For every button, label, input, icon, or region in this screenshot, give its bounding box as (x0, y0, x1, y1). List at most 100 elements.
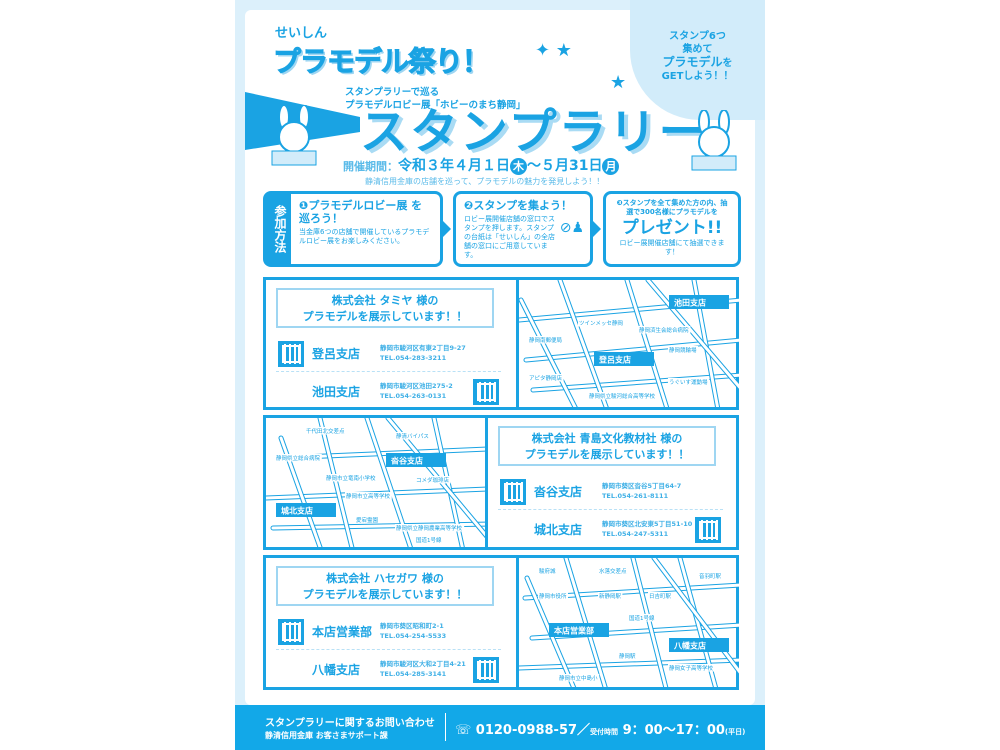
event-period: 開催期間：令和３年４月１日木〜５月31日月 (343, 158, 620, 175)
exhibit-section: 株式会社 青島文化教材社 様のプラモデルを展示しています！！ 沓谷支店 静岡市葵… (263, 415, 739, 550)
exhibit-info: 株式会社 青島文化教材社 様のプラモデルを展示しています！！ 沓谷支店 静岡市葵… (488, 418, 735, 547)
store-name: 沓谷支店 (534, 485, 583, 499)
period-sep: 〜 (527, 158, 541, 174)
contact-heading: スタンプラリーに関するお問い合わせ (265, 718, 435, 729)
brand: せいしん (275, 26, 328, 41)
pin-label: 本店営業部 (553, 626, 594, 636)
phone-icon: ☏ (455, 723, 472, 738)
map-label-bg (598, 592, 623, 600)
map-label-bg (345, 492, 392, 500)
map-road (519, 658, 739, 670)
map-landmark: 愛宕霊園 (356, 516, 379, 524)
store-pin[interactable]: 八幡支店 (669, 638, 729, 652)
pin-label: 八幡支店 (673, 641, 706, 651)
heading-line: 株式会社 タミヤ 様の (331, 294, 439, 307)
qr-code-icon[interactable] (278, 341, 304, 367)
steps-label: 参加方法 (263, 191, 295, 267)
map-label-bg (588, 392, 658, 400)
store-phone: TEL.054-285-3141 (380, 670, 447, 678)
exhibit-info: 株式会社 タミヤ 様のプラモデルを展示しています！！ 登呂支店 静岡市駿河区有東… (266, 280, 513, 407)
store-map[interactable]: 池田支店登呂支店ツインメッセ静岡静岡済生会総合病院静岡南郵便局アピタ静岡店静岡県… (516, 280, 739, 407)
qr-code-icon[interactable] (473, 379, 499, 405)
hours-label: 受付時間 (590, 728, 619, 736)
pin-label: 池田支店 (674, 298, 706, 308)
store-pin[interactable]: 沓谷支店 (386, 453, 446, 467)
store-address: 静岡市駿河区大和2丁目4-21 (380, 660, 466, 668)
store-address: 静岡市駿河区有東2丁目9-27 (380, 344, 466, 352)
map-label-bg (528, 374, 564, 382)
map-road (652, 558, 739, 674)
map-label-bg (668, 346, 698, 354)
qr-code-icon[interactable] (278, 619, 304, 645)
bubble-text: GETしよう！！ (661, 71, 734, 82)
pin-label: 登呂支店 (598, 355, 631, 365)
arrow-icon (593, 221, 601, 237)
contact-phone-row: ☏ 0120-0988-57／受付時間 9：00〜17：00(平日) (455, 719, 745, 738)
map-landmark: 静岡済生会総合病院 (639, 326, 689, 334)
map-landmark: 静岡南郵便局 (529, 336, 562, 344)
map-landmark: 静岡県立静岡農業高等学校 (396, 524, 463, 532)
store-map[interactable]: 本店営業部八幡支店駿府城水落交差点静岡市役所新静岡駅日吉町駅音羽町駅静岡駅国道1… (516, 558, 739, 687)
map-label-bg (325, 474, 378, 482)
store-pin[interactable]: 登呂支店 (594, 352, 654, 366)
map-label-bg (648, 592, 673, 600)
map-landmark: アピタ静岡店 (529, 374, 563, 382)
heading-line: 株式会社 ハセガワ 様の (326, 572, 444, 585)
store-name: 池田支店 (312, 385, 361, 399)
map-road (519, 298, 577, 407)
map-landmark: 静岡市立高等学校 (346, 492, 391, 500)
map-label-bg (275, 454, 322, 462)
map-landmark: 静清バイパス (396, 432, 429, 440)
weekday-badge: 木 (510, 158, 527, 175)
store-address: 静岡市駿河区池田275-2 (380, 382, 453, 390)
store-name: 登呂支店 (312, 347, 361, 361)
map-landmark: コメダ珈琲店 (416, 476, 450, 484)
store-name: 八幡支店 (312, 663, 361, 677)
subtitle-line: プラモデルロビー展「ホビーのまち静岡」 (345, 100, 526, 111)
poster: スタンプ6つ 集めて プラモデルを GETしよう！！ せいしん プラモデル祭り！… (235, 0, 765, 750)
store-phone: TEL.054-263-0131 (380, 392, 447, 400)
map-road (365, 418, 412, 547)
exhibit-info: 株式会社 ハセガワ 様のプラモデルを展示しています！！ 本店営業部 静岡市葵区昭… (266, 558, 513, 687)
period-label: 開催期間： (343, 160, 398, 173)
map-landmark: 駿府城 (539, 567, 556, 575)
map-landmark: うぐいす運動場 (669, 378, 708, 386)
map-landmark: 静岡市役所 (539, 592, 567, 600)
store-pin[interactable]: 城北支店 (276, 503, 336, 517)
map-label-bg (598, 567, 628, 575)
phone-number[interactable]: 0120-0988-57 (475, 723, 578, 738)
contact-dept: 静清信用金庫 お客さまサポート課 (265, 731, 388, 740)
map-landmark: 日吉町駅 (649, 593, 672, 600)
map-label-bg (415, 536, 445, 544)
map-landmark: 静岡県立総合病院 (276, 454, 321, 462)
map-label-bg (538, 567, 557, 575)
store-map[interactable]: 沓谷支店城北支店千代田北交差点静清バイパス静岡県立総合病院静岡市立竜南小学校静岡… (266, 418, 488, 547)
step-title: ❸スタンプを全て集めた方の内、抽選で300名様にプラモデルを (616, 199, 728, 216)
stamp-icon: ⊘♟ (559, 220, 584, 236)
qr-code-icon[interactable] (500, 479, 526, 505)
subtitle-line: スタンプラリーで巡る (345, 87, 440, 98)
map-roads: 本店営業部八幡支店駿府城水落交差点静岡市役所新静岡駅日吉町駅音羽町駅静岡駅国道1… (519, 558, 739, 687)
store-phone: TEL.054-247-5311 (602, 530, 669, 538)
qr-code-icon[interactable] (473, 657, 499, 683)
map-landmark: ツインメッセ静岡 (579, 319, 623, 327)
step-title: ❷スタンプを集よう！ (464, 199, 572, 212)
divider (445, 713, 446, 741)
map-label-bg (698, 572, 723, 580)
qr-code-icon[interactable] (695, 517, 721, 543)
map-label-bg (668, 378, 710, 386)
map-label-bg (395, 524, 465, 532)
exhibit-section: 株式会社 タミヤ 様のプラモデルを展示しています！！ 登呂支店 静岡市駿河区有東… (263, 277, 739, 410)
map-label-bg (395, 432, 431, 440)
bubble-text: スタンプ6つ (669, 31, 726, 42)
heading-line: プラモデルを展示しています！！ (302, 310, 468, 323)
map-label-bg (618, 652, 637, 660)
store-pin[interactable]: 池田支店 (669, 295, 729, 309)
step-body: 当金庫6つの店舗で開催しているプラモデルロビー展をお楽しみください。 (299, 228, 430, 245)
arrow-icon (443, 221, 451, 237)
store-pin[interactable]: 本店営業部 (549, 623, 609, 637)
period-end: ５月31日 (541, 158, 603, 174)
map-label-bg (538, 592, 568, 600)
